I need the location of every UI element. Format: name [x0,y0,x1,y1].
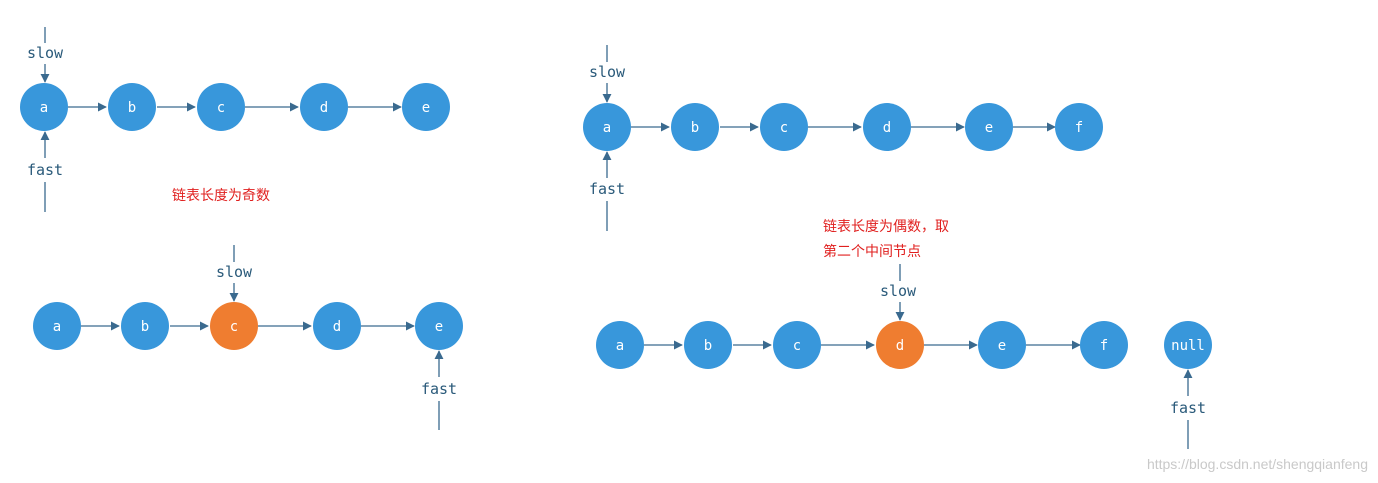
node-label-e: e [422,100,430,116]
node-label-d: d [333,319,341,335]
node-b [108,83,156,131]
node-label-b: b [141,319,149,335]
node-e [402,83,450,131]
node-a [33,302,81,350]
node-label-d: d [883,120,891,136]
node-label-e: e [985,120,993,136]
slow-pointer-label: slow [589,63,626,81]
node-label-e: e [998,338,1006,354]
node-e [978,321,1026,369]
diagram-even-initial: a b c d e f slow fast 链表长度为偶数，取 第二个中间节点 [583,45,1103,260]
node-f [1080,321,1128,369]
node-d [863,103,911,151]
node-label-a: a [616,338,624,354]
node-c [773,321,821,369]
node-d-middle [876,321,924,369]
slow-pointer-label: slow [216,263,253,281]
node-label-null: null [1171,338,1205,354]
fast-pointer-label: fast [1170,399,1206,417]
node-b [121,302,169,350]
fast-pointer-label: fast [27,161,63,179]
node-c [197,83,245,131]
slow-pointer-label: slow [27,44,64,62]
note-even-length-line1: 链表长度为偶数，取 [823,219,949,235]
node-label-b: b [691,120,699,136]
node-a [596,321,644,369]
node-b [684,321,732,369]
node-e [415,302,463,350]
node-b [671,103,719,151]
node-d [300,83,348,131]
watermark: https://blog.csdn.net/shengqianfeng [1147,456,1368,472]
node-label-f: f [1075,120,1083,136]
node-a [583,103,631,151]
note-even-length-line2: 第二个中间节点 [823,243,921,260]
note-odd-length: 链表长度为奇数 [172,187,270,204]
node-label-c: c [230,319,238,335]
diagram-even-final: a b c d e f null slow fast [596,264,1212,449]
diagram-odd-final: a b c d e slow fast [33,245,463,430]
node-label-d: d [896,338,904,354]
node-label-b: b [704,338,712,354]
node-c-middle [210,302,258,350]
node-label-c: c [780,120,788,136]
node-label-c: c [793,338,801,354]
node-null [1164,321,1212,369]
node-label-c: c [217,100,225,116]
node-c [760,103,808,151]
node-label-b: b [128,100,136,116]
node-e [965,103,1013,151]
node-label-a: a [40,100,48,116]
diagram-odd-initial: a b c d e slow fast 链表长度为奇数 [20,27,450,212]
slow-pointer-label: slow [880,282,917,300]
fast-pointer-label: fast [589,180,625,198]
node-label-a: a [53,319,61,335]
node-label-a: a [603,120,611,136]
node-label-f: f [1100,338,1108,354]
node-label-d: d [320,100,328,116]
node-f [1055,103,1103,151]
node-label-e: e [435,319,443,335]
node-a [20,83,68,131]
fast-pointer-label: fast [421,380,457,398]
node-d [313,302,361,350]
